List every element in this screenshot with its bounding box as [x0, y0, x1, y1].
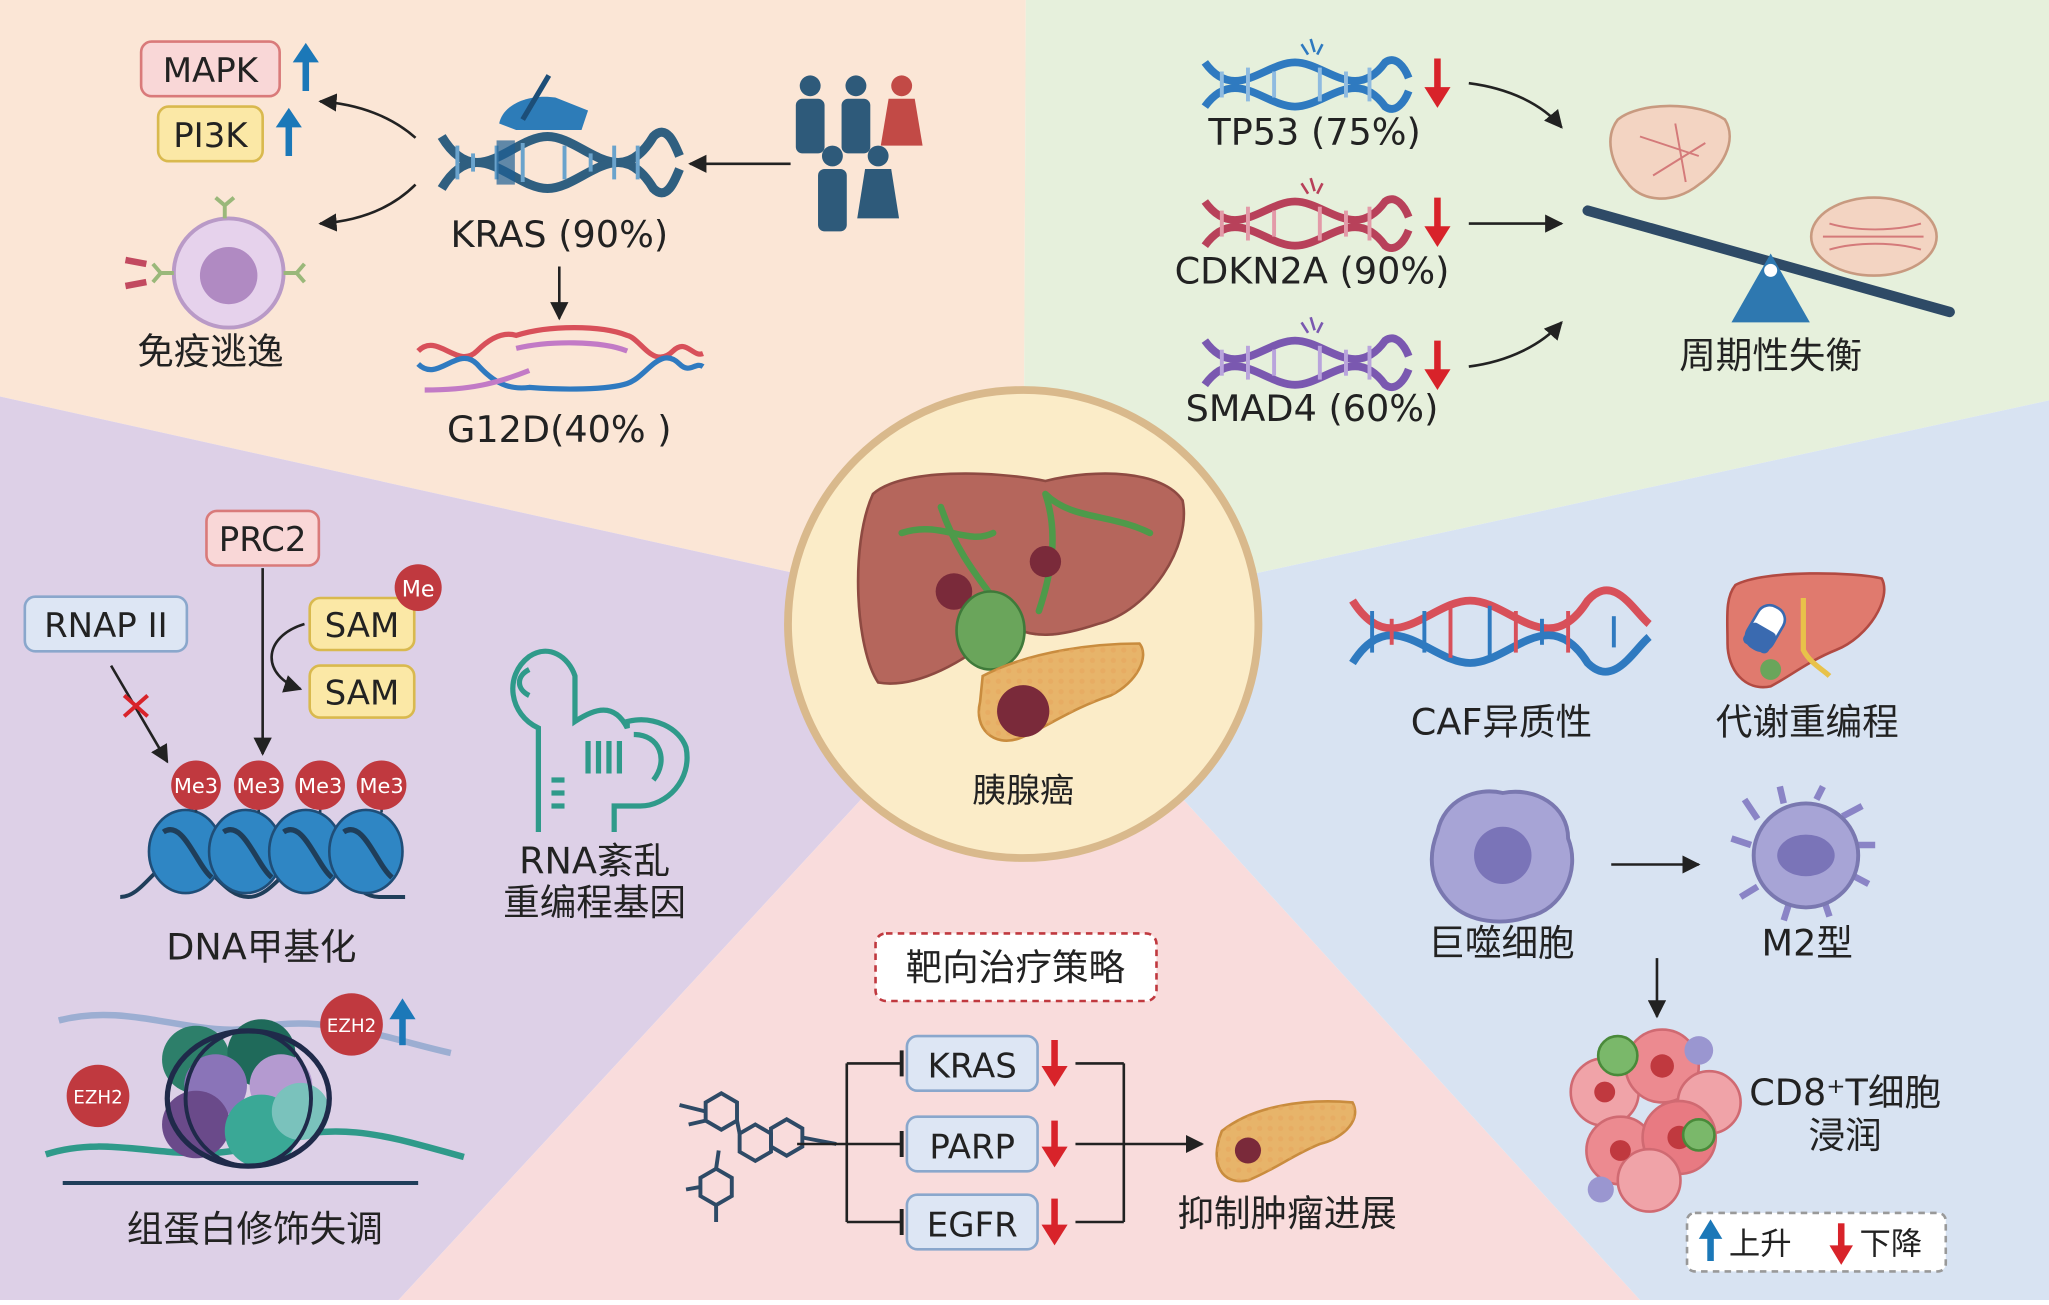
- center-pancreas: 胰腺癌: [784, 386, 1263, 862]
- kras-down-arrow-icon: [1041, 1040, 1068, 1087]
- immune-cell-icon: [124, 196, 306, 330]
- sam-box-top: [308, 596, 416, 652]
- legend: 上升 下降: [1685, 1211, 1948, 1273]
- tumor-suppression-label: 抑制肿瘤进展: [1177, 1192, 1396, 1235]
- target-egfr-box: [905, 1193, 1039, 1251]
- kras-dna-icon: [437, 127, 684, 198]
- cdkn2a-label: CDKN2A (90%): [1175, 249, 1450, 292]
- legend-up-label: 上升: [1729, 1227, 1792, 1263]
- g12d-label: G12D(40% ): [447, 408, 672, 451]
- egfr-down-arrow-icon: [1041, 1198, 1068, 1246]
- ezh2-badge-right: EZH2: [320, 993, 383, 1056]
- rnap-box: [23, 595, 189, 653]
- therapy-title: 靶向治疗策略: [906, 946, 1125, 989]
- smad4-label: SMAD4 (60%): [1186, 387, 1439, 430]
- sam-label-bottom: SAM: [325, 674, 400, 713]
- target-egfr-label: EGFR: [927, 1205, 1018, 1244]
- target-parp-box: [905, 1115, 1039, 1173]
- me3-badge-2: Me3: [233, 760, 284, 810]
- me3-label-1: Me3: [174, 774, 218, 798]
- m2-macrophage-icon: [1730, 785, 1876, 922]
- me3-label-4: Me3: [359, 774, 403, 798]
- center-label: 胰腺癌: [972, 771, 1074, 810]
- histone-modification-label: 组蛋白修饰失调: [127, 1208, 383, 1251]
- sam-box-bottom: [308, 664, 416, 719]
- target-kras-label: KRAS: [928, 1047, 1017, 1086]
- therapy-title-box: [874, 932, 1158, 1003]
- kras-label: KRAS (90%): [450, 213, 668, 256]
- histone-octamer-icon: [44, 1011, 465, 1185]
- smad4-down-arrow-icon: [1424, 340, 1451, 390]
- cdkn2a-dna-icon: [1201, 177, 1413, 252]
- me3-badge-1: Me3: [171, 760, 221, 810]
- prc2-label: PRC2: [219, 520, 307, 559]
- patients-icon: [795, 75, 923, 232]
- mapk-label: MAPK: [163, 51, 259, 90]
- pi3k-label: PI3K: [173, 116, 248, 155]
- blocked-x-icon: [122, 694, 149, 718]
- rna-disorder-label-2: 重编程基因: [503, 881, 686, 924]
- me3-label-2: Me3: [237, 774, 281, 798]
- kras-section: KRAS (90%) MAPK PI3K: [124, 40, 923, 451]
- pi3k-up-arrow-icon: [275, 107, 302, 156]
- therapy-section: 靶向治疗策略 KRAS PARP: [679, 932, 1397, 1251]
- target-kras-box: [905, 1034, 1039, 1092]
- tp53-dna-icon: [1201, 38, 1413, 113]
- me3-badge-3: Me3: [295, 760, 345, 810]
- microenvironment-section: CAF异质性 代谢重编程 巨噬细胞 M2型: [1349, 572, 1948, 1273]
- epigenetic-section: PRC2 RNAP II SAM Me SAM: [23, 509, 690, 1251]
- legend-up-arrow-icon: [1698, 1219, 1723, 1261]
- smad4-dna-icon: [1201, 316, 1413, 392]
- liver-metabolism-icon: [1725, 572, 1886, 689]
- me3-badge-4: Me3: [356, 760, 407, 810]
- me3-label-3: Me3: [298, 774, 342, 798]
- cd8-tcell-label-1: CD8⁺T细胞: [1749, 1071, 1941, 1114]
- sector-cell-cycle: [1023, 0, 2049, 624]
- imbalance-scale-icon: [1582, 104, 1955, 323]
- methyl-badge-label: Me: [402, 577, 435, 603]
- ezh2-label-right: EZH2: [327, 1016, 376, 1037]
- cell-cycle-imbalance-label: 周期性失衡: [1679, 334, 1862, 377]
- tumor-cluster-icon: [1569, 1028, 1742, 1213]
- liver-illustration: [856, 472, 1186, 685]
- target-parp-label: PARP: [929, 1127, 1015, 1166]
- editing-hand-icon: [499, 74, 589, 130]
- drug-molecule-icon: [679, 1091, 837, 1222]
- mapk-box: [139, 40, 281, 98]
- g12d-dna-icon: [416, 325, 705, 393]
- tp53-down-arrow-icon: [1424, 58, 1451, 108]
- methyl-badge: [394, 564, 442, 611]
- immune-escape-label: 免疫逃逸: [137, 330, 283, 373]
- rna-disorder-label-1: RNA紊乱: [519, 840, 670, 883]
- rnap-label: RNAP II: [44, 606, 168, 645]
- ezh2-badge-left: EZH2: [66, 1064, 130, 1128]
- tp53-label: TP53 (75%): [1207, 110, 1420, 153]
- pi3k-box: [156, 105, 264, 163]
- macrophage-label: 巨噬细胞: [1428, 922, 1574, 965]
- legend-down-arrow-icon: [1829, 1223, 1853, 1265]
- cd8-tcell-label-2: 浸润: [1809, 1114, 1882, 1157]
- mapk-up-arrow-icon: [292, 42, 319, 91]
- macrophage-icon: [1429, 789, 1575, 924]
- rna-structure-icon: [510, 648, 690, 832]
- nucleosome-array-icon: [119, 806, 406, 899]
- sam-label-top: SAM: [325, 606, 400, 645]
- pancreas-tumor-icon: [1215, 1100, 1357, 1183]
- metabolic-reprogramming-label: 代谢重编程: [1716, 701, 1899, 744]
- caf-dna-icon: [1349, 586, 1652, 676]
- parp-down-arrow-icon: [1041, 1120, 1068, 1168]
- ezh2-up-arrow-icon: [389, 998, 416, 1046]
- cdkn2a-down-arrow-icon: [1424, 197, 1451, 247]
- prc2-box: [205, 509, 321, 567]
- caf-heterogeneity-label: CAF异质性: [1411, 701, 1592, 744]
- dna-methylation-label: DNA甲基化: [166, 925, 356, 968]
- legend-box: [1685, 1211, 1948, 1273]
- cell-cycle-section: TP53 (75%) CDKN2A (90%): [1175, 38, 1955, 430]
- legend-down-label: 下降: [1860, 1227, 1923, 1263]
- m2-type-label: M2型: [1762, 922, 1853, 965]
- ezh2-label-left: EZH2: [73, 1088, 122, 1109]
